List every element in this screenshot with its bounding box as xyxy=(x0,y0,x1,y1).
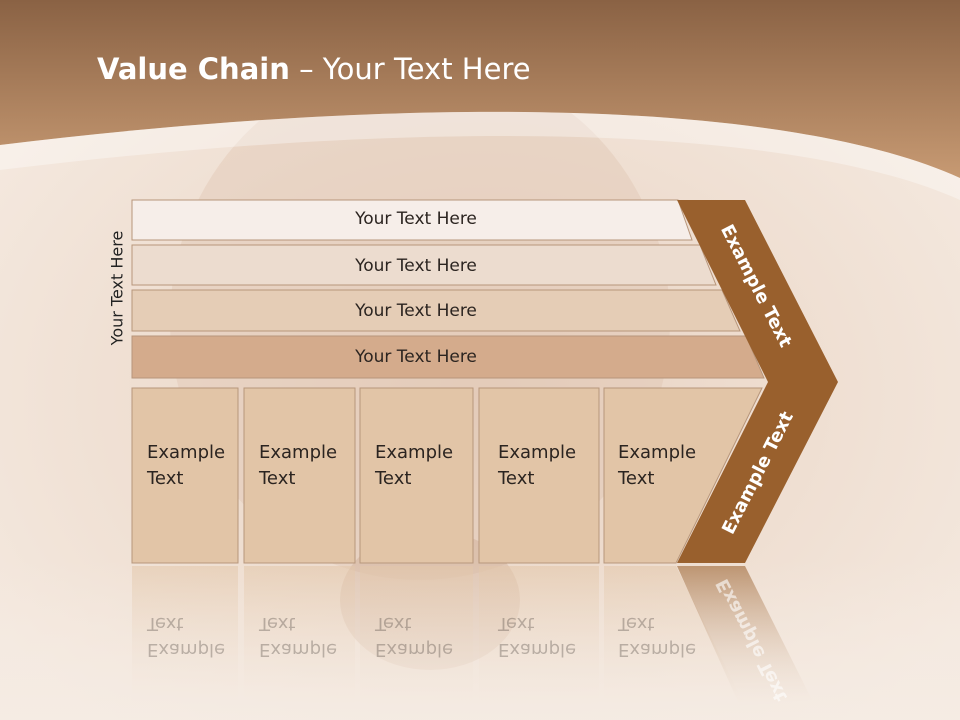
cell-1-reflection-line2: Text xyxy=(147,613,184,634)
title-rest: – Your Text Here xyxy=(289,52,531,86)
row-label-4: Your Text Here xyxy=(355,347,477,367)
cell-5-reflection-line2: Text xyxy=(618,613,655,634)
cell-2-text: Example Text xyxy=(259,440,337,492)
row-band-2 xyxy=(131,244,717,286)
cell-1-line2: Text xyxy=(147,468,184,489)
row-label-3: Your Text Here xyxy=(355,301,477,321)
cell-2-reflection-line1: Example xyxy=(259,639,338,660)
row-label-1: Your Text Here xyxy=(355,209,477,229)
row-band-1 xyxy=(131,199,693,241)
cell-4-reflection-line1: Example xyxy=(498,639,577,660)
cell-4-reflection: Example Text xyxy=(498,610,576,662)
cell-3-line2: Text xyxy=(375,468,412,489)
cell-2-line1: Example xyxy=(259,442,338,463)
cell-4-text: Example Text xyxy=(498,440,576,492)
cell-2 xyxy=(243,387,356,564)
cell-2-reflection-line2: Text xyxy=(259,613,296,634)
cell-5-line2: Text xyxy=(618,468,655,489)
cell-3-text: Example Text xyxy=(375,440,453,492)
cell-4-reflection-line2: Text xyxy=(498,613,535,634)
cell-3-line1: Example xyxy=(375,442,454,463)
title-bold: Value Chain xyxy=(97,52,290,86)
cell-5-text: Example Text xyxy=(618,440,696,492)
cell-1-reflection-line1: Example xyxy=(147,639,226,660)
cell-1-text: Example Text xyxy=(147,440,225,492)
cell-1-reflection: Example Text xyxy=(147,610,225,662)
chevron-shape xyxy=(677,200,838,563)
row-band-4 xyxy=(131,335,765,379)
cell-4-line1: Example xyxy=(498,442,577,463)
cell-4 xyxy=(478,387,600,564)
cell-3 xyxy=(359,387,474,564)
cell-1-line1: Example xyxy=(147,442,226,463)
cell-1 xyxy=(131,387,239,564)
page-title: Value Chain – Your Text Here xyxy=(97,52,531,86)
cell-5-reflection-line1: Example xyxy=(618,639,697,660)
cell-3-reflection: Example Text xyxy=(375,610,453,662)
cell-5-line1: Example xyxy=(618,442,697,463)
cell-3-reflection-line2: Text xyxy=(375,613,412,634)
cell-2-reflection: Example Text xyxy=(259,610,337,662)
cell-5-reflection: Example Text xyxy=(618,610,696,662)
side-label: Your Text Here xyxy=(107,230,127,346)
cell-3-reflection-line1: Example xyxy=(375,639,454,660)
row-band-3 xyxy=(131,289,741,332)
cell-4-line2: Text xyxy=(498,468,535,489)
cell-2-line2: Text xyxy=(259,468,296,489)
row-label-2: Your Text Here xyxy=(355,256,477,276)
